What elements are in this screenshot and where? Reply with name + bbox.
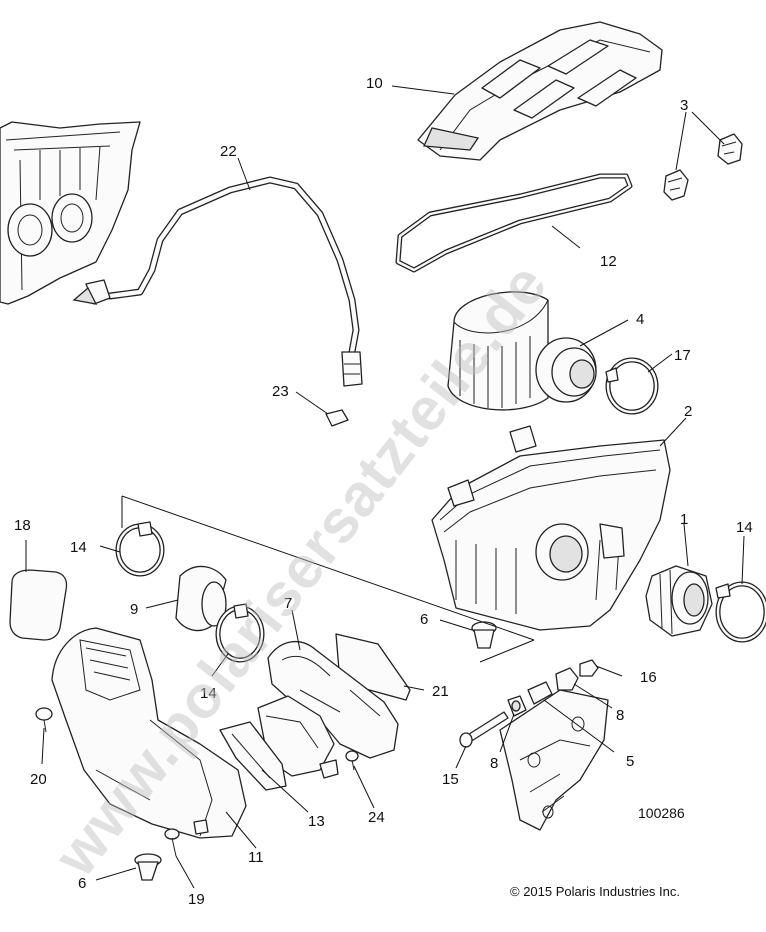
- left-airbox-fragment: [0, 121, 141, 305]
- callout-14-mid: 14: [200, 685, 217, 702]
- callout-23: 23: [272, 383, 289, 400]
- callout-6-lower: 6: [78, 875, 86, 892]
- part-6-grommet-lower: [134, 853, 162, 881]
- callout-11: 11: [248, 849, 264, 866]
- hardware-group: [459, 659, 599, 748]
- part-3-clips: [663, 133, 743, 201]
- part-23-plug: [325, 409, 349, 427]
- part-10-cover: [417, 21, 663, 161]
- callout-6-upper: 6: [420, 611, 428, 628]
- callout-1: 1: [680, 511, 688, 528]
- callout-24: 24: [368, 809, 385, 826]
- part-9-coupler: [175, 565, 227, 632]
- part-7-duct: [257, 640, 399, 779]
- callout-20: 20: [30, 771, 47, 788]
- callout-8-right: 8: [616, 707, 624, 724]
- callout-17: 17: [674, 347, 691, 364]
- callout-4: 4: [636, 311, 644, 328]
- part-4-filter: [447, 291, 597, 411]
- callout-14-left: 14: [70, 539, 87, 556]
- part-13-duct-piece: [219, 721, 287, 791]
- callout-21: 21: [432, 683, 449, 700]
- callout-3: 3: [680, 97, 688, 114]
- callout-16: 16: [640, 669, 657, 686]
- callout-numbers: 1 2 3 4 5 6 6 7 8 8 9 10 11 12 13 14 14 …: [14, 75, 753, 908]
- part-14-clamp-right: [715, 581, 766, 643]
- part-14-clamp-left: [115, 521, 165, 577]
- callout-18: 18: [14, 517, 31, 534]
- copyright-notice: © 2015 Polaris Industries Inc.: [510, 884, 680, 899]
- callout-19: 19: [188, 891, 205, 908]
- callout-10: 10: [366, 75, 383, 92]
- part-17-clamp: [605, 357, 659, 415]
- part-14-clamp-mid: [215, 603, 265, 663]
- figure-number: 100286: [638, 805, 685, 821]
- callout-9: 9: [130, 601, 138, 618]
- part-22-hose: [72, 176, 363, 387]
- callout-5: 5: [626, 753, 634, 770]
- callout-12: 12: [600, 253, 617, 270]
- callout-2: 2: [684, 403, 692, 420]
- callout-13: 13: [308, 813, 325, 830]
- callout-14-right: 14: [736, 519, 753, 536]
- callout-8-lower: 8: [490, 755, 498, 772]
- part-18-pad: [9, 569, 68, 641]
- part-11-snorkel: [51, 627, 247, 839]
- callout-22: 22: [220, 143, 237, 160]
- part-12-seal: [395, 173, 633, 273]
- part-20-pin: [35, 707, 53, 733]
- callout-15: 15: [442, 771, 459, 788]
- part-2-airbox: [431, 425, 671, 631]
- part-24-screw: [345, 750, 359, 771]
- part-1-adapter: [645, 565, 713, 637]
- leader-lines: [25, 85, 745, 889]
- callout-7: 7: [284, 595, 292, 612]
- mounting-bracket: [499, 689, 609, 831]
- part-19-screw: [164, 828, 180, 857]
